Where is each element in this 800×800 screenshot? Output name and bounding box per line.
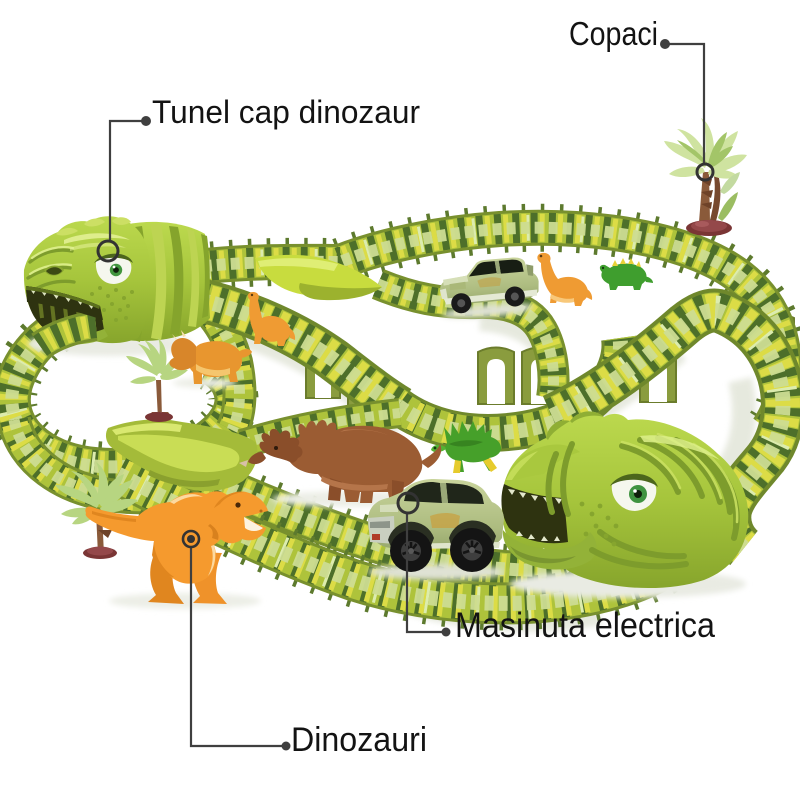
svg-text:Tunel cap dinozaur: Tunel cap dinozaur bbox=[152, 94, 420, 130]
svg-text:Masinuta electrica: Masinuta electrica bbox=[455, 606, 715, 645]
svg-text:Copaci: Copaci bbox=[569, 15, 658, 52]
svg-text:Dinozauri: Dinozauri bbox=[291, 721, 427, 759]
